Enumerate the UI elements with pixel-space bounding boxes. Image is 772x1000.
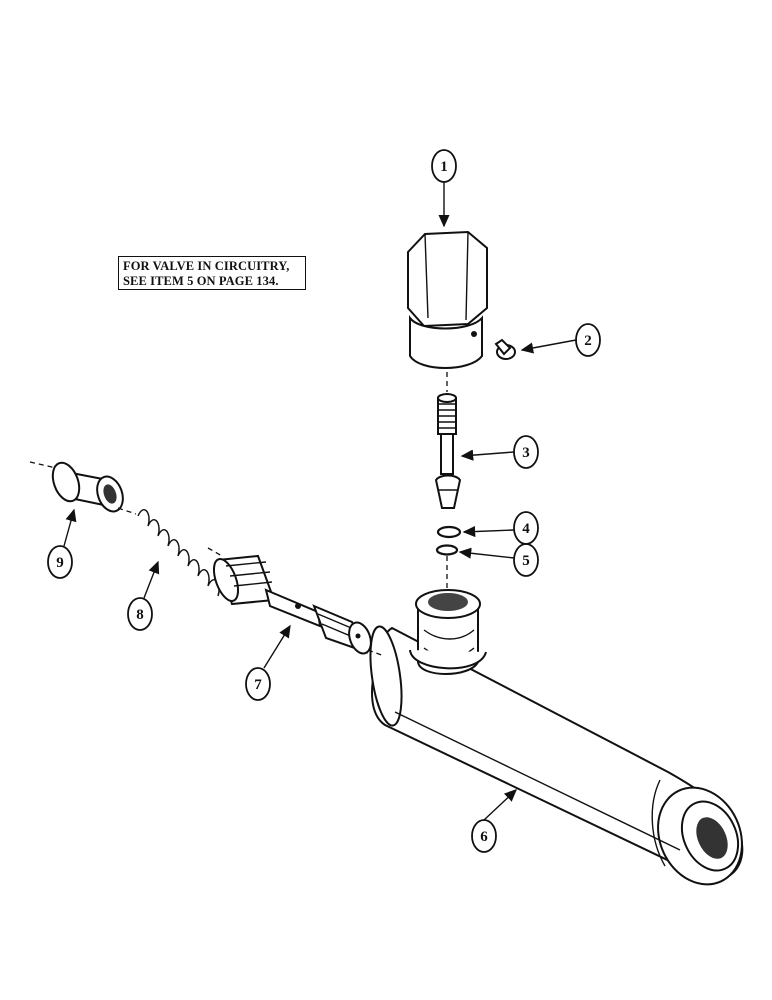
sleeve-part-9 (51, 461, 124, 513)
callout-1: 1 (431, 149, 457, 183)
poppet-part-3 (434, 393, 462, 509)
callout-3: 3 (513, 435, 539, 469)
callout-2: 2 (575, 323, 601, 357)
callout-7: 7 (245, 667, 271, 701)
backup-ring-part-5 (435, 544, 459, 556)
reference-note-line-1: FOR VALVE IN CIRCUITRY, (123, 259, 290, 273)
valve-body-part-6 (369, 589, 744, 886)
callout-leaders (63, 182, 577, 821)
centerlines (29, 372, 448, 657)
callout-8-label: 8 (136, 607, 144, 623)
callout-5: 5 (513, 543, 539, 577)
callout-2-label: 2 (584, 333, 592, 349)
reference-note: FOR VALVE IN CIRCUITRY, SEE ITEM 5 ON PA… (118, 256, 306, 290)
callout-6: 6 (471, 819, 497, 853)
reference-note-line-2: SEE ITEM 5 ON PAGE 134. (123, 274, 279, 288)
callout-6-label: 6 (480, 829, 488, 845)
spool-part-7 (212, 554, 372, 655)
callout-5-label: 5 (522, 553, 530, 569)
callout-4: 4 (513, 511, 539, 545)
o-ring-part-4 (436, 525, 462, 539)
callout-7-label: 7 (254, 677, 262, 693)
callout-9-label: 9 (56, 555, 64, 571)
screw-part-2 (494, 338, 516, 360)
spring-part-8 (137, 509, 220, 597)
callout-1-label: 1 (440, 159, 448, 175)
callout-3-label: 3 (522, 445, 530, 461)
callout-8: 8 (127, 597, 153, 631)
hex-cap-part-1 (407, 230, 488, 369)
callout-4-label: 4 (522, 521, 530, 537)
callout-9: 9 (47, 545, 73, 579)
